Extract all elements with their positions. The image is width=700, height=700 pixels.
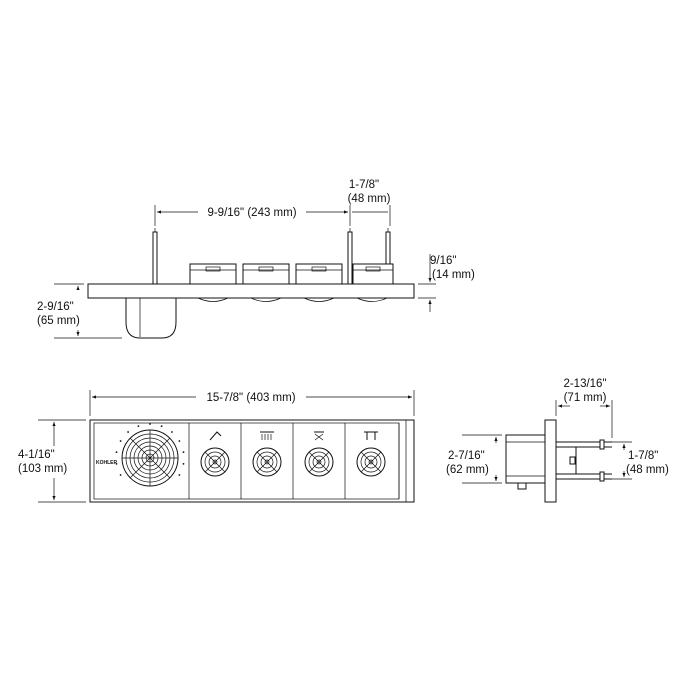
thermostat-scale xyxy=(115,423,185,476)
thermostat-dial xyxy=(115,423,185,487)
dim-body-depth-in: 2-9/16" xyxy=(37,301,74,313)
valve-knob-4 xyxy=(356,447,386,477)
dim-front-height-mm: (103 mm) xyxy=(18,463,67,475)
dim-side-depth-in: 2-13/16" xyxy=(563,378,606,390)
top-trim-plate xyxy=(87,283,415,299)
top-valve-caps xyxy=(189,263,394,285)
showerhead-icon xyxy=(314,431,324,441)
thermostat-scale-dot xyxy=(137,425,140,427)
thermostat-scale-dot xyxy=(160,425,163,427)
thermostat-scale-dot xyxy=(178,474,181,476)
dim-front-height-in: 4-1/16" xyxy=(18,449,55,461)
thermostat-scale-dot xyxy=(182,451,185,453)
brand-logo: KOHLER xyxy=(96,460,118,466)
top-view: 9-9/16" (243 mm) 1-7/8" (48 mm) 9/16" (1… xyxy=(37,179,475,339)
side-view: 2-13/16" (71 mm) 2-7/16" (62 mm) 1-7/8" … xyxy=(446,378,669,503)
thermostat-scale-dot xyxy=(115,463,118,465)
handshower-icon xyxy=(209,431,222,441)
top-mounting-pins xyxy=(152,228,391,285)
thermostat-scale-dot xyxy=(171,431,173,433)
front-panel-outer xyxy=(89,419,415,503)
valve-knob-1 xyxy=(200,447,230,477)
dim-top-width: 9-9/16" (243 mm) xyxy=(207,207,296,219)
thermostat-scale-dot xyxy=(178,440,181,442)
dim-body-depth-mm: (65 mm) xyxy=(37,315,80,327)
thermostat-scale-dot xyxy=(119,474,122,476)
valve-knob-2 xyxy=(252,447,282,477)
dim-plate-thickness-mm: (14 mm) xyxy=(432,269,475,281)
thermostat-scale-dot xyxy=(182,463,185,465)
rain-showerhead-icon xyxy=(260,431,274,440)
top-knob-hubs xyxy=(197,297,388,302)
front-view: KOHLER xyxy=(18,390,415,503)
dim-side-pin-spacing-in: 1-7/8" xyxy=(628,450,658,462)
thermostat-scale-dot xyxy=(119,440,122,442)
dim-top-pin-spacing-in: 1-7/8" xyxy=(349,179,379,191)
dim-side-pin-spacing-mm: (48 mm) xyxy=(626,464,669,476)
thermostat-scale-dot xyxy=(115,451,118,453)
thermostat-scale-dot xyxy=(127,431,129,433)
side-trim-plate xyxy=(544,419,557,503)
side-mounting-bracket xyxy=(556,439,612,482)
dim-front-width: 15-7/8" (403 mm) xyxy=(206,392,295,404)
valve-knob-3 xyxy=(304,447,334,477)
dim-plate-thickness-in: 9/16" xyxy=(430,255,456,267)
top-valve-body xyxy=(125,298,177,339)
thermostat-scale-dot xyxy=(149,423,151,425)
dim-side-body-height-in: 2-7/16" xyxy=(448,450,485,462)
dim-side-depth-mm: (71 mm) xyxy=(564,392,607,404)
dim-top-pin-spacing-mm: (48 mm) xyxy=(348,193,391,205)
side-valve-body xyxy=(505,434,546,484)
dim-side-body-height-mm: (62 mm) xyxy=(446,464,489,476)
tub-spout-icon xyxy=(364,431,378,440)
